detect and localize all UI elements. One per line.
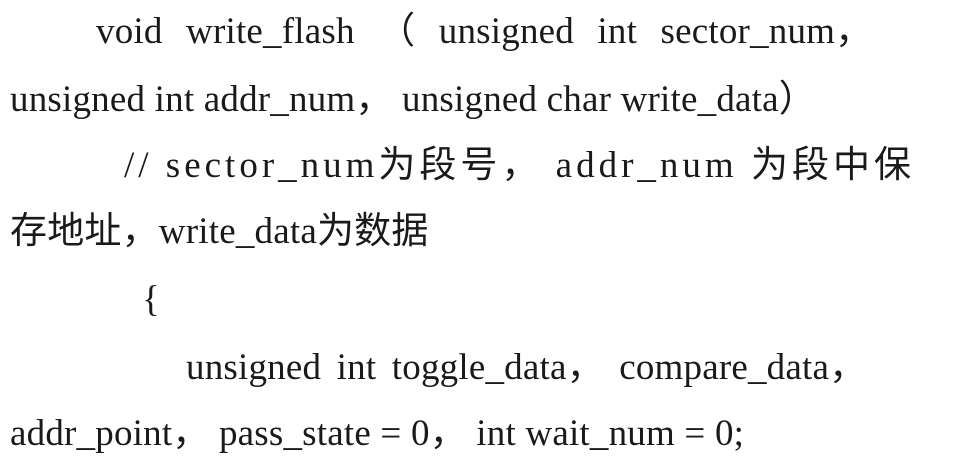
comment-line-1: // sector_num为段号， addr_num 为段中保 [124, 145, 915, 186]
function-signature-line-1: void write_flash （ unsigned int sector_n… [96, 11, 873, 52]
variable-declaration-line-2: addr_point， pass_state = 0， int wait_num… [10, 413, 745, 454]
comment-line-2: 存地址，write_data为数据 [10, 211, 429, 252]
opening-brace: { [142, 279, 160, 320]
variable-declaration-line-1: unsigned int toggle_data， compare_data， [186, 347, 867, 388]
function-signature-line-2: unsigned int addr_num， unsigned char wri… [10, 79, 816, 120]
